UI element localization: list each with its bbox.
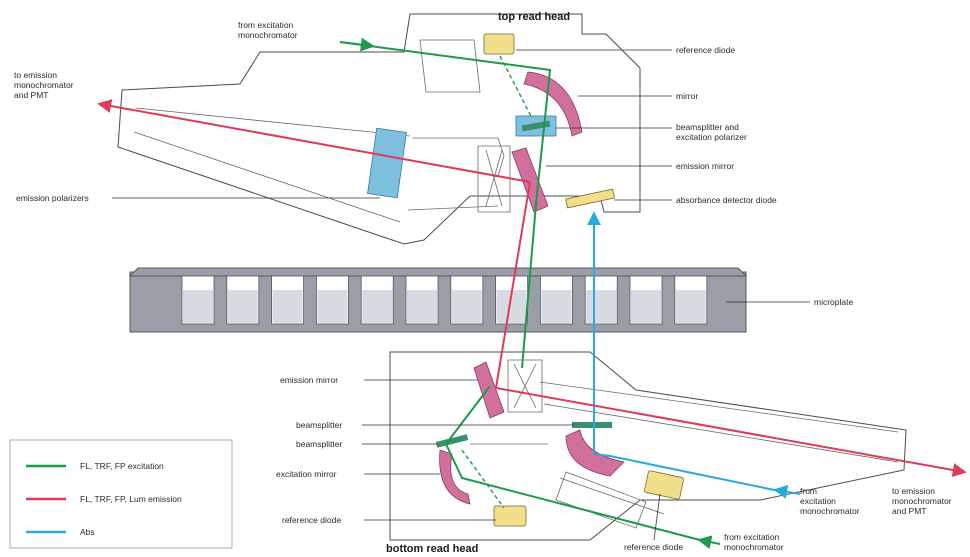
label-from-excitation-top-1: from excitation bbox=[238, 20, 294, 30]
legend-label-1: FL, TRF, FP, Lum emission bbox=[80, 494, 182, 504]
label-emission-mirror-top: emission mirror bbox=[676, 161, 734, 171]
label-emission-polarizers: emission polarizers bbox=[16, 193, 89, 203]
microplate-well-liquid bbox=[362, 290, 393, 323]
legend-label-2: Abs bbox=[80, 527, 95, 537]
microplate-well-liquid bbox=[317, 290, 348, 323]
label-reference-diode-top: reference diode bbox=[676, 45, 735, 55]
label-to-emission-bottom-1: to emission bbox=[892, 486, 935, 496]
bottom-head-title: bottom read head bbox=[386, 543, 478, 555]
microplate-well-liquid bbox=[272, 290, 303, 323]
abs-input-arrow bbox=[773, 484, 801, 499]
label-from-abs-3: monochromator bbox=[800, 506, 860, 516]
microplate-well-liquid bbox=[586, 290, 617, 323]
bottom-reference-dashed bbox=[461, 449, 505, 509]
label-absorbance-diode: absorbance detector diode bbox=[676, 195, 777, 205]
bottom-beamsplitter-left bbox=[435, 434, 469, 448]
label-to-emission-top-3: and PMT bbox=[14, 90, 49, 100]
abs-input bbox=[593, 453, 785, 493]
top-labels: from excitation monochromator to emissio… bbox=[14, 20, 777, 205]
label-beamsplitter-bottom-b: beamsplitter bbox=[296, 439, 342, 449]
top-beamsplitter-plate bbox=[521, 120, 551, 132]
top-emission-mirror bbox=[511, 147, 549, 213]
bottom-beamsplitter-upper bbox=[572, 422, 612, 428]
bottom-head-lens-block bbox=[507, 359, 543, 413]
label-beamsplitter-top-1: beamsplitter and bbox=[676, 122, 739, 132]
top-head-upper-slot bbox=[419, 39, 481, 93]
microplate-wells bbox=[181, 275, 708, 325]
label-to-emission-top-2: monochromator bbox=[14, 80, 74, 90]
label-from-excitation-top-2: monochromator bbox=[238, 30, 298, 40]
microplate-well-liquid bbox=[675, 290, 706, 323]
top-reference-dashed bbox=[499, 55, 533, 119]
bottom-excitation-arrow bbox=[697, 535, 721, 550]
top-absorbance-diode bbox=[565, 188, 615, 209]
top-head-lens-block bbox=[477, 145, 511, 213]
bottom-read-head: bottom read head bbox=[386, 351, 907, 555]
label-to-emission-bottom-2: monochromator bbox=[892, 496, 952, 506]
microplate-well-liquid bbox=[407, 290, 437, 323]
plate-emission-link bbox=[495, 181, 531, 389]
microplate bbox=[128, 267, 748, 333]
legend-box bbox=[9, 439, 233, 549]
top-emission-polarizer bbox=[367, 127, 407, 199]
bottom-excitation-mirror bbox=[439, 449, 471, 505]
label-microplate: microplate bbox=[814, 297, 853, 307]
label-to-emission-top-1: to emission bbox=[14, 70, 57, 80]
legend-label-0: FL, TRF, FP excitation bbox=[80, 461, 164, 471]
label-beamsplitter-top-2: excitation polarizer bbox=[676, 132, 747, 142]
bottom-excitation-path bbox=[444, 385, 701, 541]
top-curved-mirror bbox=[523, 71, 583, 137]
top-read-head: top read head bbox=[117, 11, 641, 245]
label-mirror-top: mirror bbox=[676, 91, 698, 101]
label-to-emission-bottom-3: and PMT bbox=[892, 506, 927, 516]
label-emission-mirror-bottom: emission mirror bbox=[280, 375, 338, 385]
label-from-excitation-bottom-2: monochromator bbox=[724, 542, 784, 552]
bottom-head-lower-slot bbox=[555, 471, 647, 529]
microplate-well-liquid bbox=[541, 290, 572, 323]
label-excitation-mirror: excitation mirror bbox=[276, 469, 337, 479]
top-head-title: top read head bbox=[498, 11, 570, 23]
bottom-reference-diode-left bbox=[493, 505, 527, 527]
bottom-reference-diode-right bbox=[644, 470, 684, 500]
label-from-abs-2: excitation bbox=[800, 496, 836, 506]
label-beamsplitter-bottom-a: beamsplitter bbox=[296, 420, 342, 430]
top-emission-path bbox=[97, 99, 531, 183]
microplate-well-liquid bbox=[227, 290, 258, 323]
label-reference-diode-bottom-right: reference diode bbox=[624, 542, 683, 552]
top-excitation-arrowhead-in bbox=[339, 37, 375, 52]
top-excitation-path bbox=[339, 41, 552, 369]
label-reference-diode-bottom-left: reference diode bbox=[282, 515, 341, 525]
bottom-labels: emission mirror beamsplitter beamsplitte… bbox=[276, 375, 952, 552]
top-reference-diode bbox=[483, 33, 515, 55]
microplate-well-liquid bbox=[451, 290, 482, 323]
microplate-well-liquid bbox=[183, 290, 213, 323]
bottom-emission-path bbox=[495, 387, 967, 477]
label-from-abs-1: from bbox=[800, 486, 817, 496]
leader-reference-diode-bottom-right bbox=[653, 493, 661, 541]
microplate-well-liquid bbox=[631, 290, 661, 323]
top-head-inner-tube bbox=[133, 107, 505, 223]
bottom-emission-mirror bbox=[473, 361, 505, 419]
label-from-excitation-bottom-1: from excitation bbox=[724, 532, 780, 542]
light-paths bbox=[97, 37, 967, 550]
bottom-head-inner-tube bbox=[470, 381, 899, 515]
